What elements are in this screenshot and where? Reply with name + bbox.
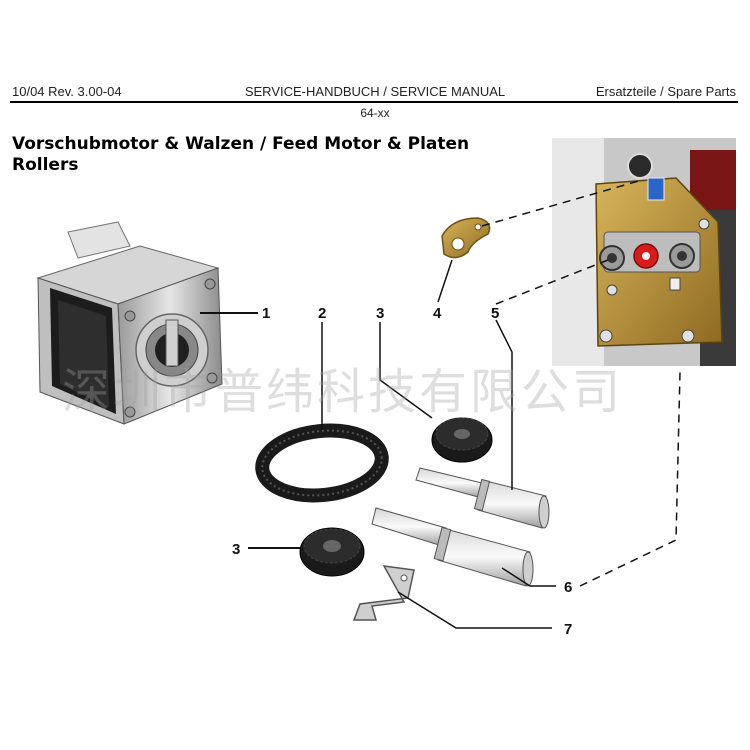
callout-3-upper: 3 [376,305,384,322]
dashed-leaders [481,179,681,587]
callout-6: 6 [564,579,572,596]
page-title: Vorschubmotor & Walzen / Feed Motor & Pl… [12,134,470,175]
callout-7: 7 [564,621,572,638]
feed-motor-illustration [36,221,258,425]
header-section: Ersatzteile / Spare Parts [595,84,736,99]
gear-lower-illustration [248,527,365,577]
header-manual-title: SERVICE-HANDBUCH / SERVICE MANUAL [244,84,506,99]
bracket-illustration [352,565,552,629]
platen-roller-upper-illustration [415,319,550,529]
callout-3-lower: 3 [232,541,240,558]
gear-upper-illustration [379,322,493,463]
page-number: 64-xx [360,106,390,120]
assembly-photo [552,138,736,366]
header-revision: 10/04 Rev. 3.00-04 [12,84,122,99]
header-rule [10,101,738,103]
platen-roller-lower-illustration [371,507,556,587]
callout-5: 5 [491,305,499,322]
eccentric-plate-illustration [437,217,491,303]
callout-2: 2 [318,305,326,322]
watermark-text: 深圳市普纬科技有限公司 [62,364,624,420]
timing-belt-illustration [255,322,389,503]
callout-1: 1 [262,305,270,322]
callout-4: 4 [433,305,442,322]
